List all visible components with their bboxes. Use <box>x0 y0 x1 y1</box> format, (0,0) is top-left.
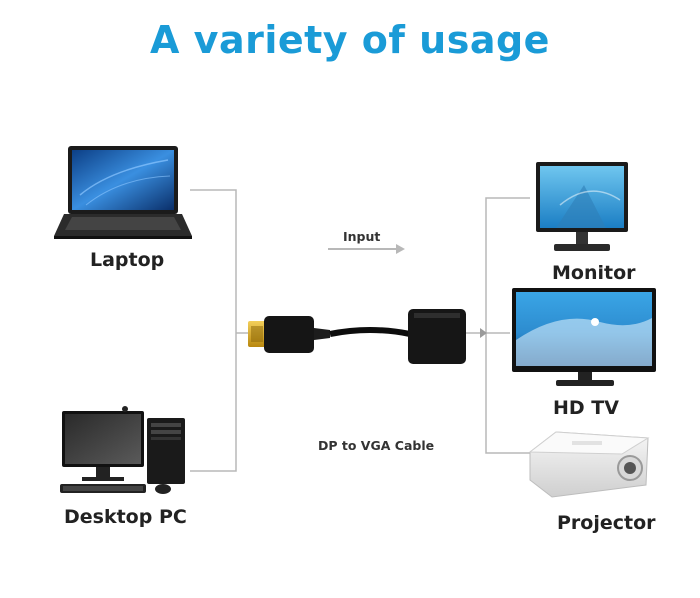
projector-icon <box>528 431 650 498</box>
hdtv-icon <box>512 288 656 386</box>
desktop-pc-label: Desktop PC <box>64 506 187 528</box>
dp-to-vga-cable-icon <box>248 309 466 364</box>
laptop-label: Laptop <box>90 249 165 271</box>
right-arrowhead <box>480 328 487 338</box>
left-connector-lines <box>190 189 248 472</box>
hdtv-label: HD TV <box>553 397 619 419</box>
projector-label: Projector <box>557 512 656 534</box>
page-title: A variety of usage <box>150 18 550 62</box>
input-label: Input <box>343 229 381 244</box>
input-arrow <box>328 244 405 254</box>
monitor-label: Monitor <box>552 262 636 284</box>
cable-label: DP to VGA Cable <box>318 438 435 453</box>
desktop-pc-icon <box>60 406 185 494</box>
laptop-icon <box>54 146 192 239</box>
monitor-icon <box>536 162 628 251</box>
